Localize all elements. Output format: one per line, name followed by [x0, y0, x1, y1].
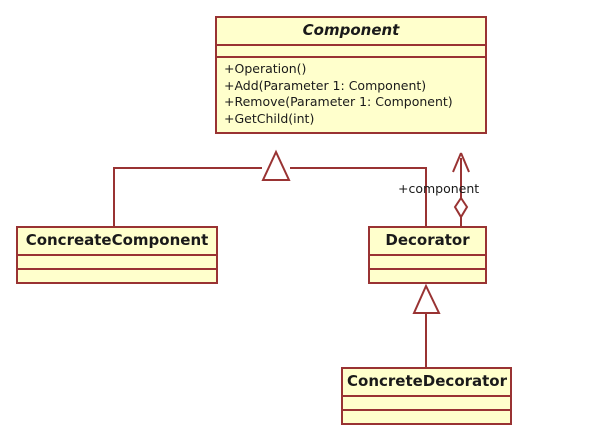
operation-item: +Add(Parameter 1: Component)	[224, 77, 427, 93]
class-component-attributes	[217, 44, 485, 56]
class-decorator-name: Decorator	[385, 231, 470, 249]
class-concrete-decorator[interactable]: ConcreteDecorator	[341, 367, 512, 426]
class-concreate-component-attributes	[18, 254, 216, 268]
class-concrete-decorator-name: ConcreteDecorator	[347, 372, 508, 390]
class-concreate-component-operations	[18, 268, 216, 282]
class-concreate-component-name: ConcreateComponent	[25, 231, 209, 249]
hollow-triangle-arrowhead-component	[261, 149, 291, 181]
class-component-operations: +Operation() +Add(Parameter 1: Component…	[217, 56, 485, 132]
class-decorator-operations	[370, 268, 485, 282]
class-decorator[interactable]: Decorator	[368, 226, 487, 285]
class-concrete-decorator-operations	[343, 409, 510, 423]
class-concrete-decorator-attributes	[343, 395, 510, 409]
operation-item: +Operation()	[224, 61, 307, 77]
operation-item: +GetChild(int)	[224, 110, 315, 126]
class-component-name: Component	[302, 21, 400, 39]
operation-item: +Remove(Parameter 1: Component)	[224, 94, 453, 110]
class-component[interactable]: Component +Operation() +Add(Parameter 1:…	[215, 16, 487, 135]
open-arrowhead-component	[452, 152, 470, 173]
class-concreate-component[interactable]: ConcreateComponent	[16, 226, 218, 285]
association-role-label: +component	[398, 181, 480, 196]
hollow-diamond-aggregation	[453, 196, 469, 219]
class-decorator-attributes	[370, 254, 485, 268]
generalization-tree	[113, 155, 427, 226]
hollow-triangle-arrowhead-decorator	[412, 283, 441, 314]
